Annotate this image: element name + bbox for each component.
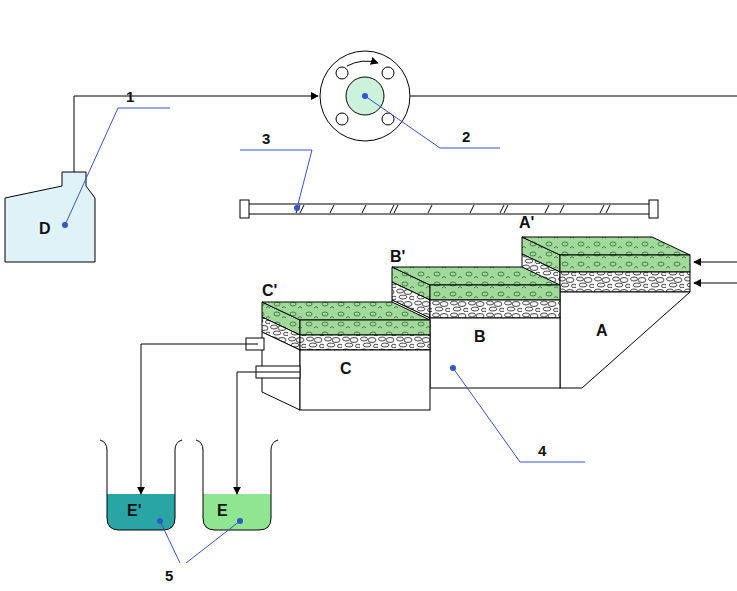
feed-arrow: [694, 283, 737, 284]
leader-dot: [237, 518, 243, 524]
node-label: A: [596, 322, 608, 340]
pump-housing: [320, 51, 410, 141]
tube-hatch: [428, 205, 432, 213]
tube-hatch: [560, 205, 564, 213]
tank-front: [300, 350, 430, 410]
reagent-bottle: [5, 172, 95, 262]
tube-hatch: [504, 205, 508, 213]
tank-front: [430, 318, 560, 388]
pump-rotor: [346, 77, 384, 115]
layer-node: B': [386, 246, 560, 318]
tube-hatch: [545, 205, 549, 213]
column-tube: [248, 204, 650, 214]
gravel-layer-front: [560, 272, 690, 292]
node-label: E: [217, 502, 228, 520]
pump-roller: [336, 67, 348, 79]
layer-node: C': [258, 280, 432, 350]
tube-cap: [240, 200, 249, 218]
beaker-liquid: [203, 494, 271, 530]
callout-number: 1: [126, 88, 134, 105]
tube-hatch: [390, 205, 394, 213]
tank-node: C: [300, 350, 430, 410]
tank-node: B: [430, 318, 560, 388]
tube-hatch: [606, 205, 610, 213]
gravel-layer-front: [430, 300, 560, 318]
plant-layer-top: [262, 302, 430, 320]
leader-dot: [362, 93, 368, 99]
tube-hatch: [470, 205, 474, 213]
pump-roller: [382, 67, 394, 79]
callout-number: 3: [262, 130, 270, 147]
rotation-arrow: [347, 61, 378, 66]
pipe-connector: [141, 344, 258, 494]
node-label: E': [127, 502, 141, 520]
leader-line: [240, 150, 312, 208]
pump-roller: [336, 113, 348, 125]
node-label: B': [390, 248, 405, 266]
callout-number: 2: [462, 128, 470, 145]
leader-line: [453, 368, 585, 462]
leader-dot: [294, 205, 300, 211]
leader-line: [160, 521, 240, 563]
beaker-liquid: [107, 494, 175, 530]
gravel-layer-front: [300, 335, 430, 350]
tube-hatch: [300, 205, 304, 213]
leader-dot: [62, 222, 68, 228]
pipe-connector: [237, 372, 300, 494]
hopper-tank: [560, 292, 690, 388]
tube-cap: [649, 200, 658, 218]
tube-hatch: [362, 205, 366, 213]
tube-hatch: [394, 205, 398, 213]
plant-layer-top: [392, 267, 560, 285]
node-label: A': [519, 214, 534, 232]
tube-hatch: [600, 205, 604, 213]
feed-arrow: [694, 262, 737, 263]
node-label: B: [474, 328, 486, 346]
leader-dot: [450, 365, 456, 371]
node-label: C: [340, 360, 352, 378]
beaker-node: E': [107, 494, 175, 529]
outlet-tube: [410, 96, 737, 97]
feed-tube: [74, 96, 318, 172]
callout-number: 4: [538, 442, 546, 459]
layer-node: A': [515, 212, 690, 292]
bottle-node: D: [5, 198, 95, 262]
tube-hatch: [330, 205, 334, 213]
plant-layer-top: [522, 237, 690, 255]
leader-line: [65, 108, 170, 225]
beaker-node: E: [203, 494, 271, 529]
leader-line: [365, 96, 500, 148]
plant-layer-front: [300, 320, 430, 335]
plant-layer-front: [430, 285, 560, 300]
leader-dot: [157, 518, 163, 524]
tank-node: A: [560, 292, 690, 388]
tube-hatch: [500, 205, 504, 213]
node-label: C': [262, 282, 277, 300]
node-label: D: [39, 220, 51, 238]
callout-number: 5: [165, 567, 173, 584]
plant-layer-front: [560, 255, 690, 272]
